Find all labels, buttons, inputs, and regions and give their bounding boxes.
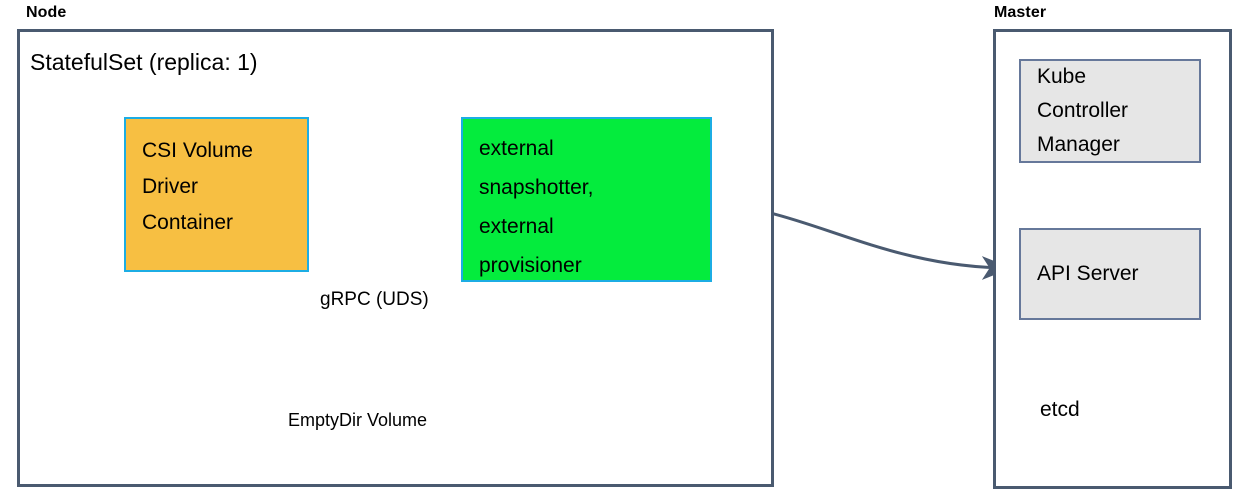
statefulset-title: StatefulSet (replica: 1) — [30, 49, 258, 75]
api-server-box[interactable]: API Server — [1019, 228, 1201, 320]
external-snapshotter-provisioner-box[interactable]: external snapshotter, external provision… — [461, 117, 712, 282]
emptydir-volume-label: EmptyDir Volume — [288, 410, 428, 430]
csi-volume-driver-container-label: CSI Volume Driver Container — [142, 139, 253, 234]
grpc-uds-edge-label: gRPC (UDS) — [320, 289, 429, 310]
csi-volume-driver-container-box[interactable]: CSI Volume Driver Container — [124, 117, 309, 272]
kube-controller-manager-box[interactable]: Kube Controller Manager — [1019, 59, 1201, 163]
node-group-label: Node — [26, 4, 67, 21]
kube-controller-manager-label: Kube Controller Manager — [1037, 65, 1129, 156]
api-server-label: API Server — [1037, 262, 1139, 285]
master-group-label: Master — [994, 4, 1047, 21]
external-snapshotter-provisioner-label: external snapshotter, external provision… — [479, 137, 594, 277]
etcd-label: etcd — [1040, 398, 1080, 421]
